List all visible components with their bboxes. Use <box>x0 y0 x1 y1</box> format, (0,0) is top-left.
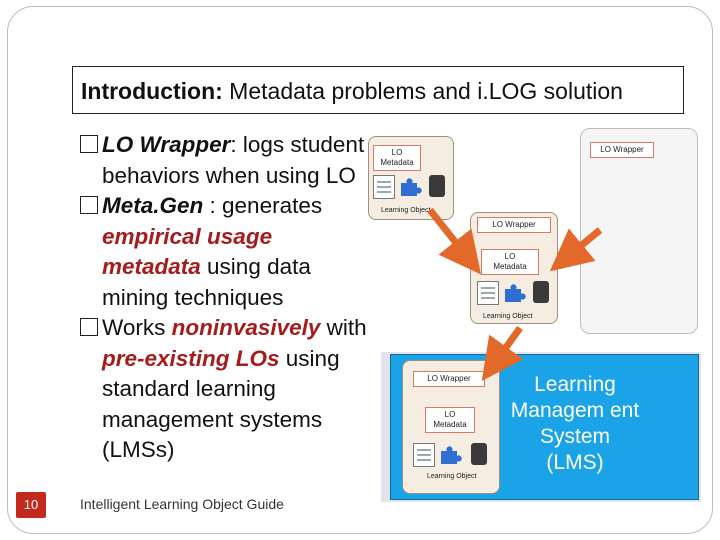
bullet-list: LO Wrapper: logs student behaviors when … <box>80 130 370 466</box>
checkbox-icon <box>80 196 98 214</box>
lo-wrapper-panel <box>580 128 698 334</box>
robot-icon <box>429 175 445 197</box>
puzzle-icon <box>441 446 462 464</box>
document-icon <box>373 175 395 199</box>
bullet-lo-wrapper: LO Wrapper: logs student behaviors when … <box>80 130 370 191</box>
lo-wrapper-tag-top: LO Wrapper <box>590 142 654 158</box>
learning-object-label: Learning Object <box>381 207 431 214</box>
slide-title: Introduction: Metadata problems and i.LO… <box>81 78 623 104</box>
learning-object-icons <box>373 173 451 203</box>
lo-wrapper-tag-middle: LO Wrapper <box>477 217 551 233</box>
learning-object-label: Learning Object <box>427 473 477 480</box>
page-number: 10 <box>16 492 46 518</box>
footer-text: Intelligent Learning Object Guide <box>80 496 284 512</box>
checkbox-icon <box>80 135 98 153</box>
robot-icon <box>533 281 549 303</box>
bullet-noninvasive: Works noninvasively with pre-existing LO… <box>80 313 370 466</box>
lms-label: Learning Managem ent System (LMS) <box>510 373 640 474</box>
title-box: Introduction: Metadata problems and i.LO… <box>72 66 684 114</box>
bullet-metagen: Meta.Gen : generates empirical usage met… <box>80 191 370 313</box>
checkbox-icon <box>80 318 98 336</box>
puzzle-icon <box>401 178 422 196</box>
learning-object-label: Learning Object <box>483 313 533 320</box>
puzzle-icon <box>505 284 526 302</box>
document-icon <box>413 443 435 467</box>
lo-wrapper-tag-bottom: LO Wrapper <box>413 371 485 387</box>
learning-object-icons <box>413 441 493 471</box>
document-icon <box>477 281 499 305</box>
robot-icon <box>471 443 487 465</box>
learning-object-icons <box>477 279 555 309</box>
